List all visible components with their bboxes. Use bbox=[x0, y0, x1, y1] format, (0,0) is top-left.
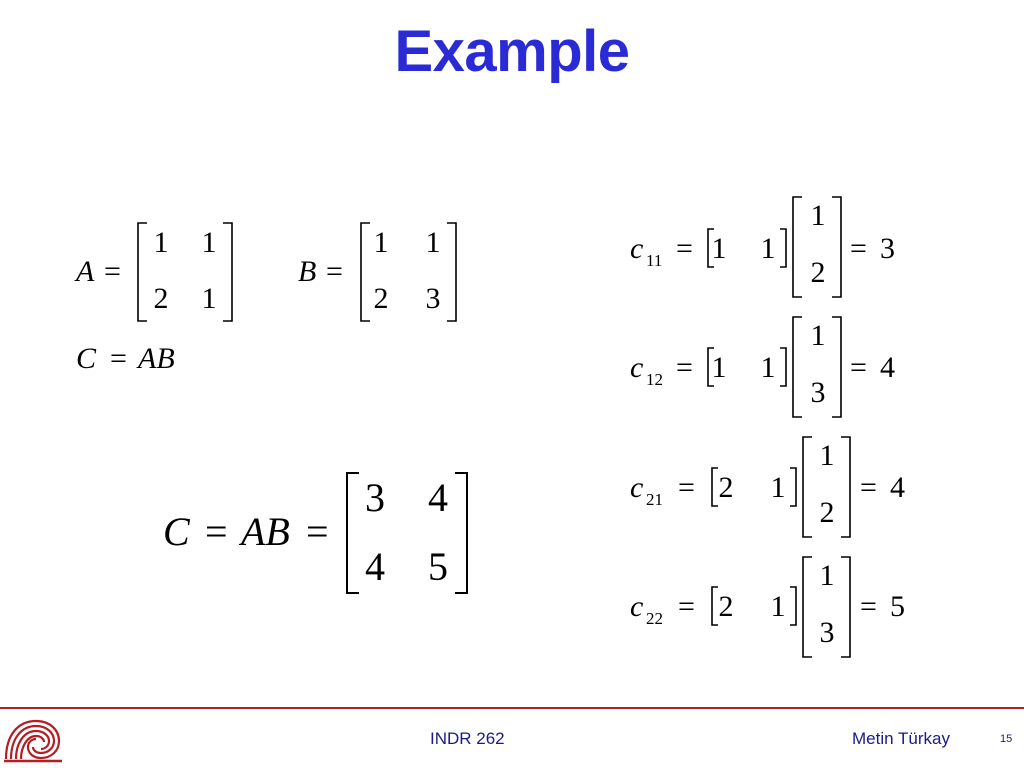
right-bracket bbox=[790, 586, 797, 626]
equals-sign: = bbox=[860, 471, 877, 504]
left-bracket bbox=[707, 347, 714, 387]
left-bracket bbox=[802, 556, 812, 658]
left-bracket bbox=[711, 467, 718, 507]
element-var: c bbox=[630, 351, 644, 384]
equals-sign: = bbox=[676, 351, 693, 384]
element-var: c bbox=[630, 590, 644, 623]
page-number: 15 bbox=[1000, 733, 1013, 745]
element-var: c bbox=[630, 471, 644, 504]
result-c-label: C bbox=[163, 509, 190, 554]
left-bracket bbox=[802, 436, 812, 538]
row-vector-cell: 1 bbox=[760, 351, 776, 384]
left-bracket bbox=[711, 586, 718, 626]
element-value: 4 bbox=[890, 471, 905, 504]
result-matrix-cell: 4 bbox=[428, 475, 448, 520]
equals-sign: = bbox=[678, 471, 695, 504]
right-bracket bbox=[780, 228, 787, 268]
matrix-b-label: B bbox=[298, 255, 317, 288]
element-value: 5 bbox=[890, 590, 905, 623]
right-bracket bbox=[790, 467, 797, 507]
right-bracket bbox=[447, 222, 457, 322]
element-subscript: 11 bbox=[646, 251, 663, 270]
left-bracket bbox=[792, 316, 802, 418]
row-vector-cell: 1 bbox=[770, 471, 786, 504]
university-logo-icon bbox=[4, 719, 62, 763]
right-bracket bbox=[841, 556, 851, 658]
left-bracket bbox=[346, 472, 359, 594]
equals-sign: = bbox=[850, 351, 867, 384]
equals-sign: = bbox=[850, 232, 867, 265]
footer-rule bbox=[0, 707, 1024, 709]
matrix-a-label: A bbox=[76, 255, 95, 288]
row-vector-cell: 1 bbox=[760, 232, 776, 265]
right-bracket bbox=[780, 347, 787, 387]
column-vector-cell: 1 bbox=[810, 319, 826, 352]
column-vector-cell: 2 bbox=[819, 496, 835, 529]
right-bracket bbox=[455, 472, 468, 594]
left-bracket bbox=[792, 196, 802, 298]
footer-course-label: INDR 262 bbox=[430, 729, 505, 748]
row-vector-cell: 2 bbox=[718, 471, 734, 504]
matrix-a-cell: 2 bbox=[153, 282, 169, 315]
element-value: 3 bbox=[880, 232, 895, 265]
element-var: c bbox=[630, 232, 644, 265]
right-bracket bbox=[223, 222, 233, 322]
equals-sign: = bbox=[110, 342, 127, 375]
matrix-b-cell: 3 bbox=[425, 282, 441, 315]
column-vector-cell: 3 bbox=[819, 616, 835, 649]
element-subscript: 12 bbox=[646, 370, 663, 389]
equals-sign: = bbox=[860, 590, 877, 623]
row-vector-cell: 2 bbox=[718, 590, 734, 623]
footer-author-label: Metin Türkay bbox=[852, 729, 950, 748]
matrix-b-cell: 1 bbox=[425, 226, 441, 259]
matrix-a-cell: 1 bbox=[201, 282, 217, 315]
c-label: C bbox=[76, 342, 97, 375]
left-bracket bbox=[707, 228, 714, 268]
column-vector-cell: 1 bbox=[810, 199, 826, 232]
right-bracket bbox=[841, 436, 851, 538]
right-bracket bbox=[832, 196, 842, 298]
column-vector-cell: 2 bbox=[810, 256, 826, 289]
row-vector-cell: 1 bbox=[711, 351, 727, 384]
slide-title: Example bbox=[394, 19, 630, 84]
right-bracket bbox=[832, 316, 842, 418]
row-vector-cell: 1 bbox=[711, 232, 727, 265]
element-value: 4 bbox=[880, 351, 895, 384]
left-bracket bbox=[137, 222, 147, 322]
result-matrix-cell: 4 bbox=[365, 544, 385, 589]
result-ab-label: AB bbox=[241, 509, 290, 554]
equals-sign: = bbox=[104, 255, 121, 288]
element-subscript: 21 bbox=[646, 490, 663, 509]
matrix-a-cell: 1 bbox=[153, 226, 169, 259]
equals-sign: = bbox=[205, 509, 228, 554]
equals-sign: = bbox=[326, 255, 343, 288]
equals-sign: = bbox=[306, 509, 329, 554]
result-matrix-cell: 3 bbox=[365, 475, 385, 520]
ab-product-label: AB bbox=[138, 342, 175, 375]
element-subscript: 22 bbox=[646, 609, 663, 628]
matrix-b-cell: 2 bbox=[373, 282, 389, 315]
column-vector-cell: 1 bbox=[819, 439, 835, 472]
column-vector-cell: 3 bbox=[810, 376, 826, 409]
row-vector-cell: 1 bbox=[770, 590, 786, 623]
left-bracket bbox=[360, 222, 370, 322]
column-vector-cell: 1 bbox=[819, 559, 835, 592]
result-matrix-cell: 5 bbox=[428, 544, 448, 589]
equals-sign: = bbox=[676, 232, 693, 265]
matrix-b-cell: 1 bbox=[373, 226, 389, 259]
equals-sign: = bbox=[678, 590, 695, 623]
matrix-a-cell: 1 bbox=[201, 226, 217, 259]
